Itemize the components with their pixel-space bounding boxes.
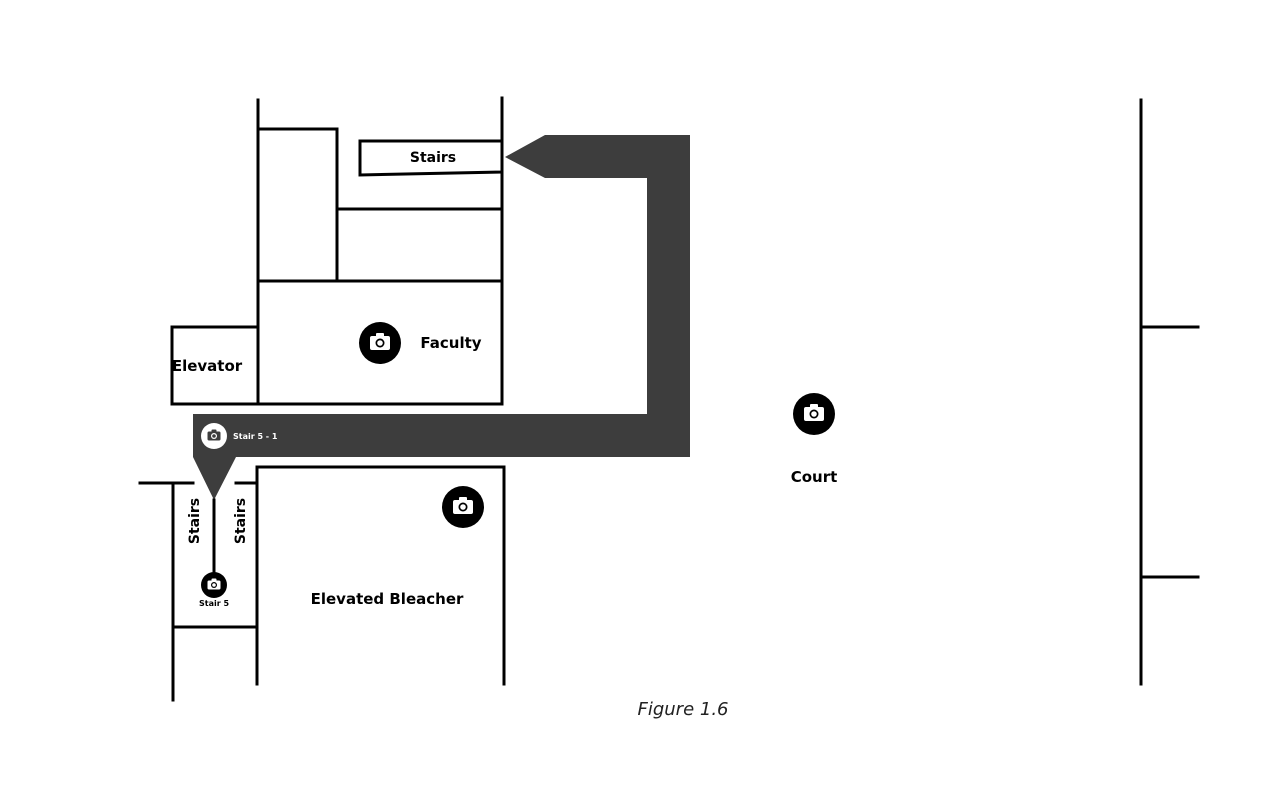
stairs-left-label: Stairs <box>187 498 203 544</box>
camera-icon[interactable] <box>442 486 484 528</box>
court-label: Court <box>791 468 838 486</box>
stairs-top-label: Stairs <box>410 150 456 166</box>
bleacher-label: Elevated Bleacher <box>311 590 464 608</box>
camera-icon[interactable] <box>793 393 835 435</box>
lower-building-walls <box>138 465 506 702</box>
stairs-top-room <box>358 139 504 177</box>
camera-icon[interactable] <box>201 572 227 598</box>
stair5-label: Stair 5 <box>199 599 229 608</box>
elevator-label: Elevator <box>172 357 243 375</box>
stair5-1-label: Stair 5 - 1 <box>233 432 278 441</box>
figure-caption: Figure 1.6 <box>637 699 728 720</box>
route-path <box>193 135 690 500</box>
camera-icon[interactable] <box>201 423 227 449</box>
right-building-walls <box>1139 98 1200 686</box>
faculty-label: Faculty <box>420 334 481 352</box>
camera-icon[interactable] <box>359 322 401 364</box>
stairs-right-label: Stairs <box>233 498 249 544</box>
